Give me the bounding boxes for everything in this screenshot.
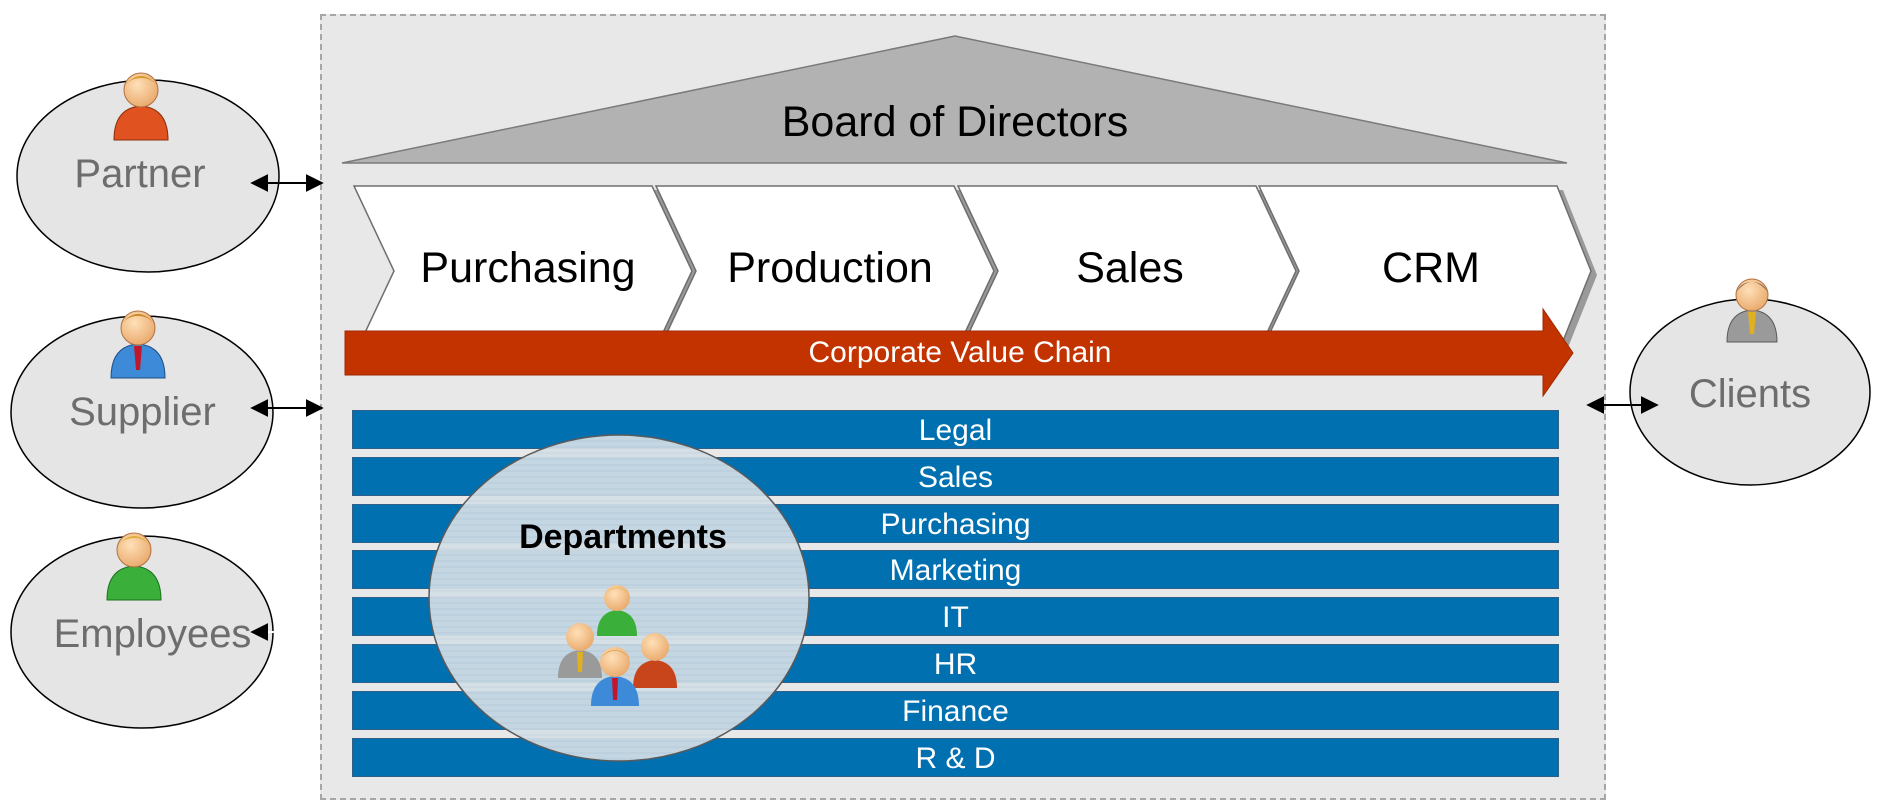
chain-step-production-label: Production [727, 244, 933, 292]
supplier-person-icon [110, 310, 166, 379]
clients-label: Clients [1688, 372, 1812, 416]
board-roof [341, 35, 1568, 164]
chain-step-crm-label: CRM [1382, 244, 1480, 292]
chain-step-sales-label: Sales [1076, 244, 1184, 292]
employees-person-icon [106, 532, 162, 601]
partner-label: Partner [74, 152, 206, 196]
departments-title: Departments [519, 518, 727, 556]
department-bar-legal: Legal [352, 410, 1559, 449]
partner-person-icon [113, 72, 169, 141]
corporate-value-chain-label: Corporate Value Chain [808, 336, 1112, 369]
people-group-icon [558, 585, 677, 706]
value-chain-arrow [344, 307, 1574, 398]
employees-label: Employees [53, 612, 252, 656]
supplier-label: Supplier [69, 390, 216, 434]
clients-person-icon [1726, 278, 1778, 343]
chain-step-purchasing-label: Purchasing [420, 244, 636, 292]
board-of-directors-label: Board of Directors [781, 98, 1129, 146]
value-chain-chevrons [352, 185, 1597, 360]
